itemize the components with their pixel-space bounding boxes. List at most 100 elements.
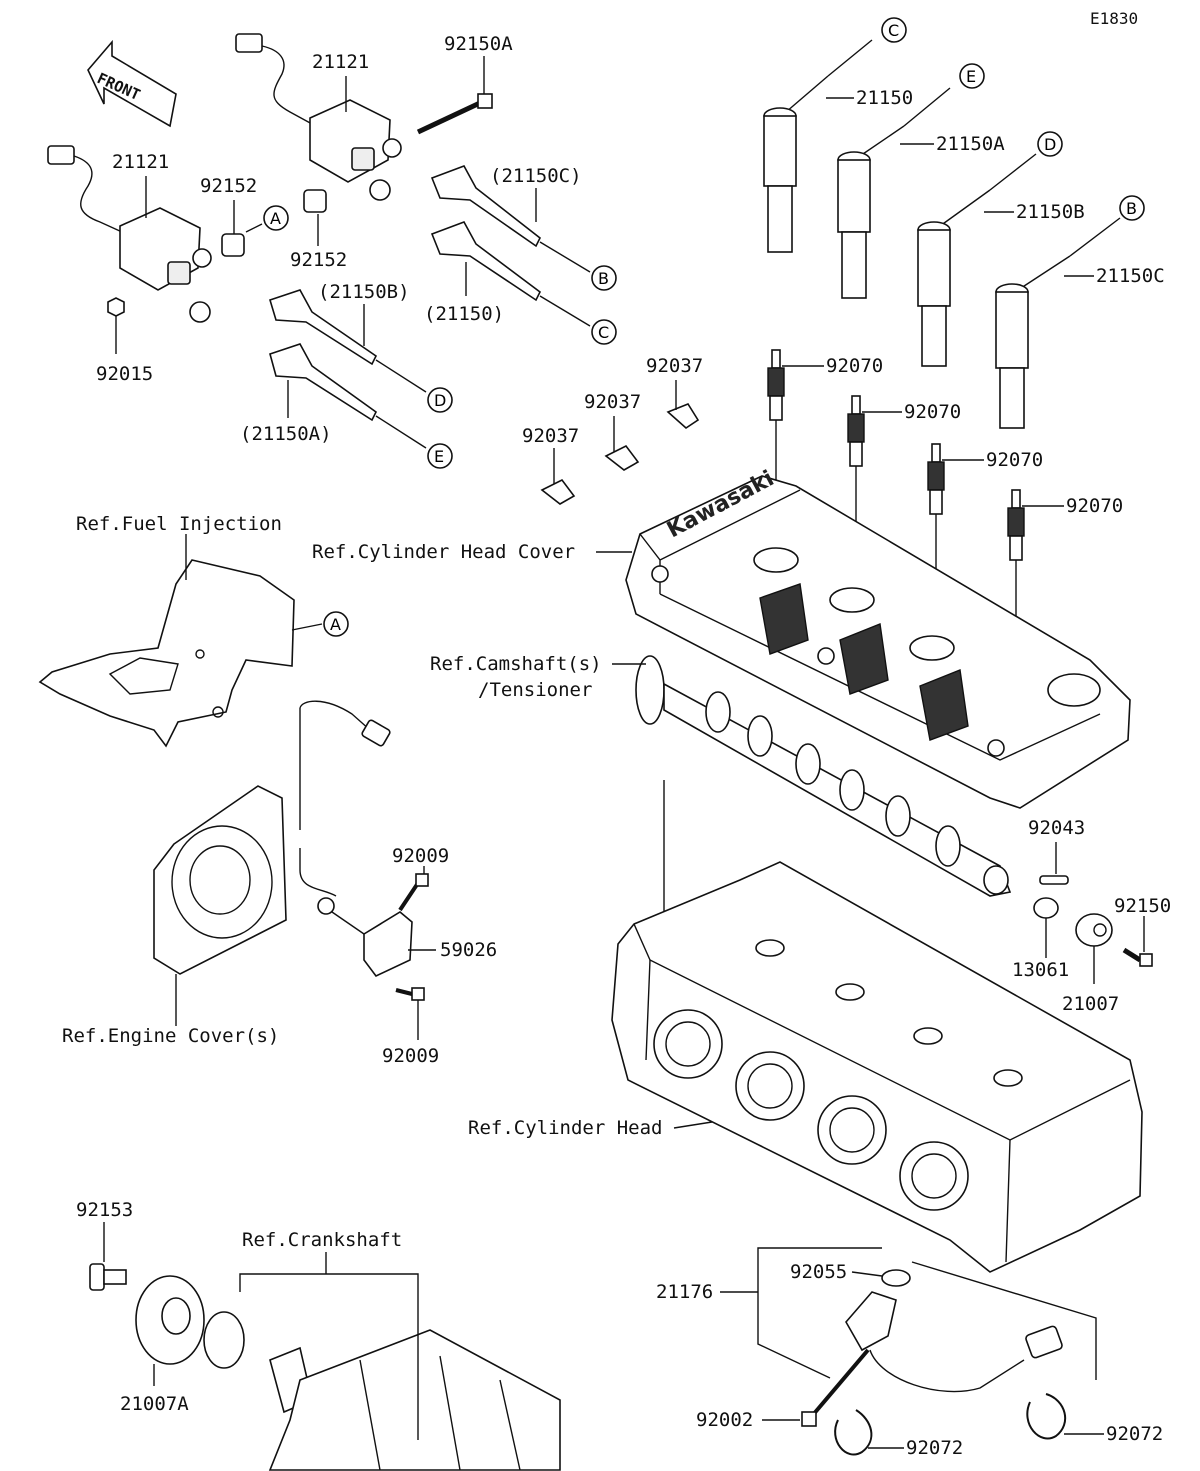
part-21150B-paren: (21150B) [318,281,410,303]
bracket-21176-top [757,1247,882,1292]
engine-cover [153,785,287,975]
ignition-coil-lower [47,145,212,323]
part-92152-b: 92152 [290,249,347,271]
part-92015: 92015 [96,363,153,385]
part-92070-b: 92070 [904,401,961,423]
plug-boot-21150A-coil [269,343,427,449]
pin-92043 [1039,875,1069,885]
part-59026: 59026 [440,939,497,961]
bolt-92150 [1122,947,1153,967]
part-21150-paren: (21150) [424,303,504,325]
plug-boot-21150C-coil [430,165,591,273]
svg-text:D: D [434,391,446,410]
bracket-21176-bottom [757,1292,831,1379]
ignition-coil-upper [235,33,402,201]
part-21007-icon [1075,913,1113,947]
connector-C-lower: C [591,319,617,345]
crankshaft [203,1311,561,1471]
front-arrow-icon: FRONT [87,39,177,128]
diagram-code: E1830 [1090,9,1138,28]
connector-B-lower: B [591,265,617,291]
leader-A2 [291,623,323,631]
part-21150A: 21150A [936,133,1005,155]
part-21007A: 21007A [120,1393,189,1415]
part-92072-b: 92072 [1106,1423,1163,1445]
camshaft [635,655,1012,897]
leader-92055 [851,1271,883,1277]
ref-cylinder-head-cover: Ref.Cylinder Head Cover [312,541,575,563]
clamp-92037-b [604,444,640,471]
part-92037-b: 92037 [584,391,641,413]
part-92037-a: 92037 [646,355,703,377]
part-92037-c: 92037 [522,425,579,447]
svg-text:D: D [1044,135,1056,154]
svg-text:E: E [966,67,976,86]
svg-text:E: E [434,447,444,466]
connector-D-upper: D [1037,131,1063,157]
rotor-21007A [135,1275,205,1365]
part-21150A-paren: (21150A) [240,423,332,445]
part-21150B: 21150B [1016,201,1085,223]
connector-E-lower: E [427,443,453,469]
leader-A1 [245,223,263,233]
clamp-92072-a [834,1409,873,1456]
crank-sensor [845,1291,1063,1393]
part-92150: 92150 [1114,895,1171,917]
o-ring-92055 [881,1269,911,1287]
nut-92015 [107,297,125,317]
pickup-coil-59026 [299,700,413,978]
leader-crankshaft [239,1273,419,1440]
cylinder-head [611,861,1143,1273]
svg-text:B: B [1126,199,1137,218]
ref-camshaft-line2: /Tensioner [478,679,592,701]
cylinder-head-cover: Kawasaki [625,466,1131,809]
svg-text:A: A [330,615,341,634]
part-21150: 21150 [856,87,913,109]
ref-cylinder-head: Ref.Cylinder Head [468,1117,662,1139]
part-13061: 13061 [1012,959,1069,981]
ref-engine-cover: Ref.Engine Cover(s) [62,1025,279,1047]
part-92070-d: 92070 [1066,495,1123,517]
ref-camshaft-line1: Ref.Camshaft(s) [430,653,602,675]
plug-boot-21150B-coil [269,289,427,393]
clamp-92037-a [666,403,700,430]
bracket-21176-right [911,1261,1097,1380]
fuel-injection-bracket [38,559,295,748]
part-21176: 21176 [656,1281,713,1303]
part-92009-b: 92009 [382,1045,439,1067]
part-92150A: 92150A [444,33,513,55]
bolt-92150A [416,93,493,135]
part-21121-lower: 21121 [112,151,169,173]
part-21007: 21007 [1062,993,1119,1015]
svg-text:B: B [598,269,609,288]
svg-text:A: A [270,209,281,228]
part-21150C: 21150C [1096,265,1165,287]
connector-D-lower: D [427,387,453,413]
bolt-92002 [801,1348,870,1427]
connector-C-upper: C [881,17,907,43]
part-92070-c: 92070 [986,449,1043,471]
plug-boot-21150-coil [430,221,591,327]
connector-B-upper: B [1119,195,1145,221]
plug-cap-21150B [917,153,1037,367]
ref-fuel-injection: Ref.Fuel Injection [76,513,282,535]
collar-92152-a [221,233,245,257]
bolt-92009-b [395,987,425,1001]
plug-cap-21150 [763,39,873,253]
connector-A-upper: A [263,205,289,231]
connector-A-lower: A [323,611,349,637]
part-92152-a: 92152 [200,175,257,197]
part-92055: 92055 [790,1261,847,1283]
bolt-92153 [89,1263,127,1291]
plug-cap-21150C [995,217,1121,429]
clamp-92037-c [540,478,576,505]
clamp-92072-b [1026,1393,1066,1440]
part-21121-upper: 21121 [312,51,369,73]
ref-crankshaft: Ref.Crankshaft [242,1229,402,1251]
plug-cap-21150A [837,87,951,299]
collar-92152-b [303,189,327,213]
part-13061-icon [1033,897,1059,919]
part-92070-a: 92070 [826,355,883,377]
